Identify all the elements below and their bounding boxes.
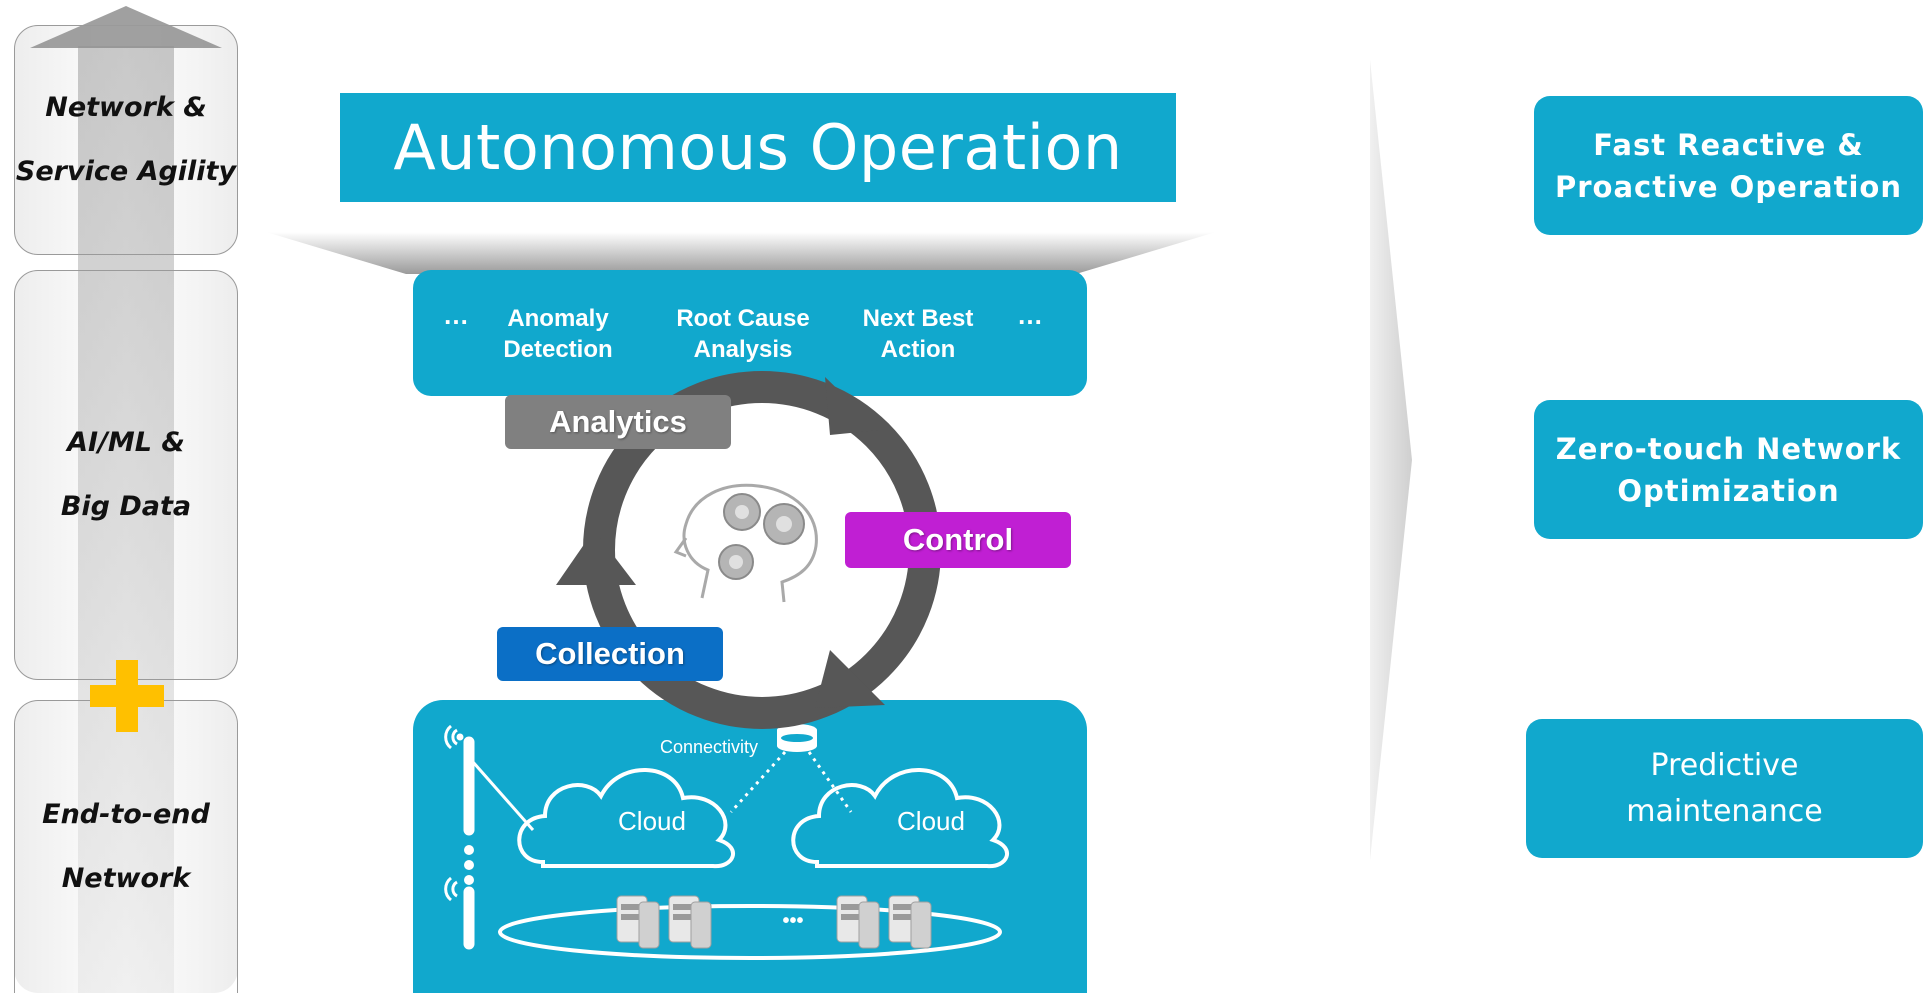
outcome-line2: Optimization	[1617, 473, 1840, 508]
layer-line1: Network &	[45, 92, 207, 123]
layer-line2: Big Data	[60, 491, 192, 522]
ellipsis-left: …	[443, 300, 469, 330]
loop-arrowhead	[815, 650, 885, 708]
upward-arrow	[14, 6, 238, 993]
ellipsis-right: …	[1017, 300, 1043, 330]
outcome-fast-reactive: Fast Reactive & Proactive Operation	[1534, 96, 1923, 235]
server-icon	[616, 895, 660, 949]
plus-icon	[90, 660, 164, 732]
cloud-right-shape	[791, 768, 1009, 869]
layer-line1: End-to-end	[42, 799, 210, 830]
connectivity-label: Connectivity	[660, 737, 759, 757]
layer-end-to-end-network: End-to-end Network	[14, 700, 238, 993]
loop-collection-label: Collection	[497, 627, 723, 681]
antenna-icon	[444, 876, 475, 950]
outcome-line1: Predictive	[1650, 747, 1799, 783]
layer-network-service-agility: Network & Service Agility	[14, 25, 238, 255]
right-chevron	[1370, 60, 1412, 860]
function-line1: Anomaly	[507, 305, 609, 332]
loop-arrowhead	[556, 530, 636, 585]
function-anomaly-detection: Anomaly Detection	[493, 303, 623, 365]
database-icon	[777, 724, 817, 752]
funnel-shadow	[266, 232, 1216, 274]
function-line1: Next Best	[862, 305, 974, 332]
server-icon	[888, 895, 932, 949]
layer-ai-ml-big-data: AI/ML & Big Data	[14, 270, 238, 680]
brain-gears-icon	[673, 483, 818, 603]
layer-line1: AI/ML &	[67, 427, 185, 458]
server-icon	[668, 895, 712, 949]
function-next-best-action: Next Best Action	[853, 303, 983, 365]
antenna-icon	[444, 724, 475, 836]
loop-control-label: Control	[845, 512, 1071, 568]
server-icon	[836, 895, 880, 949]
function-line2: Detection	[503, 336, 613, 363]
layer-line2: Network	[61, 863, 191, 894]
outcome-predictive-maintenance: Predictive maintenance	[1526, 719, 1923, 858]
outcome-line2: maintenance	[1626, 793, 1823, 829]
servers-ellipsis: •••	[782, 910, 804, 932]
function-line2: Analysis	[693, 336, 793, 363]
function-root-cause-analysis: Root Cause Analysis	[668, 303, 818, 365]
outcome-line1: Fast Reactive &	[1593, 127, 1864, 162]
loop-analytics-label: Analytics	[505, 395, 731, 449]
cloud-left-shape	[517, 768, 735, 869]
outcome-zero-touch: Zero-touch Network Optimization	[1534, 400, 1923, 539]
function-line2: Action	[880, 336, 956, 363]
cloud-left-label: Cloud	[618, 806, 686, 836]
loop-arrowhead	[825, 377, 880, 435]
outcome-line1: Zero-touch Network	[1555, 431, 1902, 466]
function-line1: Root Cause	[676, 305, 810, 332]
cloud-right-label: Cloud	[897, 806, 965, 836]
network-diagram	[444, 724, 1009, 960]
outcome-line2: Proactive Operation	[1554, 169, 1903, 204]
page-title: Autonomous Operation	[340, 93, 1176, 202]
layer-line2: Service Agility	[15, 156, 237, 187]
